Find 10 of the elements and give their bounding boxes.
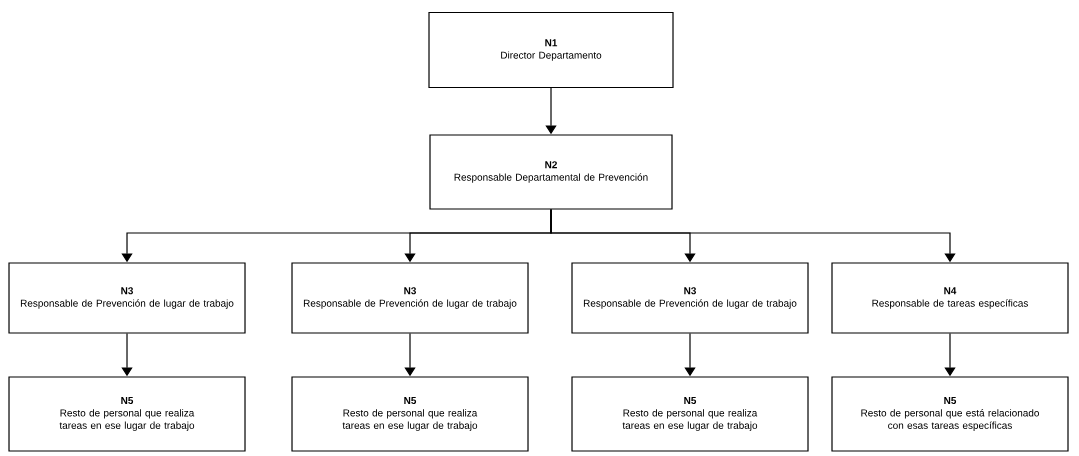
org-box: N3 Responsable de Prevención de lugar de trabajo	[291, 262, 529, 334]
org-box: N5 Resto de personal que realiza tareas en ese lugar de trabajo	[8, 376, 246, 452]
org-box: N2 Responsable Departamental de Prevención	[429, 134, 673, 210]
org-box: N5 Resto de personal que está relacionado con esas tareas específicas	[831, 376, 1069, 452]
org-box: N4 Responsable de tareas específicas	[831, 262, 1069, 334]
org-box: N5 Resto de personal que realiza tareas en ese lugar de trabajo	[571, 376, 809, 452]
org-box: N1 Director Departamento	[428, 11, 674, 89]
org-box: N3 Responsable de Prevención de lugar de trabajo	[571, 262, 809, 334]
org-box: N3 Responsable de Prevención de lugar de trabajo	[8, 262, 246, 334]
org-box: N5 Resto de personal que realiza tareas en ese lugar de trabajo	[291, 376, 529, 452]
